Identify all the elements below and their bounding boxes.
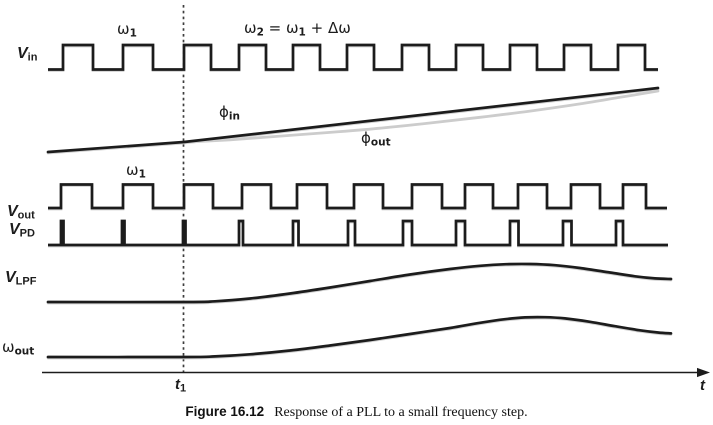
- phi-out-curve: [46, 89, 660, 154]
- figure-caption-number: Figure 16.12: [185, 404, 265, 419]
- black-traces: [46, 43, 673, 359]
- omega-out-main: ω: [2, 338, 15, 356]
- phi-in-sub: in: [228, 110, 240, 123]
- vpd-label-main: V: [9, 221, 20, 238]
- omega1-input-sub: 1: [129, 27, 137, 40]
- t1-label-sub: 1: [180, 382, 187, 395]
- omega1-input-main: ω: [117, 20, 130, 38]
- vout-label-main: V: [7, 203, 18, 220]
- omega-out-curve: [46, 315, 673, 359]
- figure-caption-text: Response of a PLL to a small frequency s…: [274, 405, 528, 420]
- omega1-vout-label: ω1: [126, 163, 146, 180]
- phi-in-line: [46, 86, 660, 154]
- phi-out-sub: out: [370, 136, 391, 149]
- omega2-eq-delta-omega: + Δω: [305, 19, 351, 37]
- phi-out-label: ϕout: [361, 131, 391, 148]
- t1-label: t1: [175, 377, 186, 394]
- phi-in-main: ϕ: [219, 103, 229, 121]
- vout-label: Vout: [7, 204, 35, 221]
- omega2-eq-sub2: 2: [256, 26, 264, 39]
- omega1-input-label: ω1: [117, 22, 137, 39]
- omega1-vout-sub: 1: [138, 168, 146, 181]
- vlpf-label: VLPF: [5, 270, 36, 287]
- omega2-eq-omega2: ω: [244, 19, 257, 37]
- vlpf-label-main: V: [5, 269, 16, 286]
- vpd-label: VPD: [9, 222, 35, 239]
- phi-in-label: ϕin: [219, 105, 240, 122]
- time-axis-arrowhead: [697, 367, 710, 378]
- figure-caption: Figure 16.12 Response of a PLL to a small…: [0, 403, 713, 421]
- omega2-equation-label: ω2 = ω1 + Δω: [244, 21, 351, 38]
- omega1-vout-main: ω: [126, 161, 139, 179]
- vin-label-main: V: [17, 45, 28, 62]
- vpd-waveform: [48, 219, 668, 247]
- omega-out-sub: out: [14, 345, 35, 358]
- vin-label: Vin: [17, 46, 37, 63]
- omega2-eq-sub1: 1: [298, 26, 306, 39]
- vin-label-sub: in: [27, 51, 38, 64]
- phi-out-main: ϕ: [361, 129, 371, 147]
- omega2-eq-equals-omega1: = ω: [263, 19, 299, 37]
- vin-waveform: [48, 43, 658, 71]
- t1-label-main: t: [175, 376, 180, 393]
- vout-waveform: [48, 183, 667, 210]
- vlpf-curve: [46, 262, 673, 304]
- omega-out-label: ωout: [2, 340, 34, 357]
- vpd-label-sub: PD: [19, 227, 35, 240]
- vout-label-sub: out: [17, 209, 35, 222]
- vlpf-label-sub: LPF: [15, 275, 37, 288]
- t-axis-label: t: [700, 377, 705, 394]
